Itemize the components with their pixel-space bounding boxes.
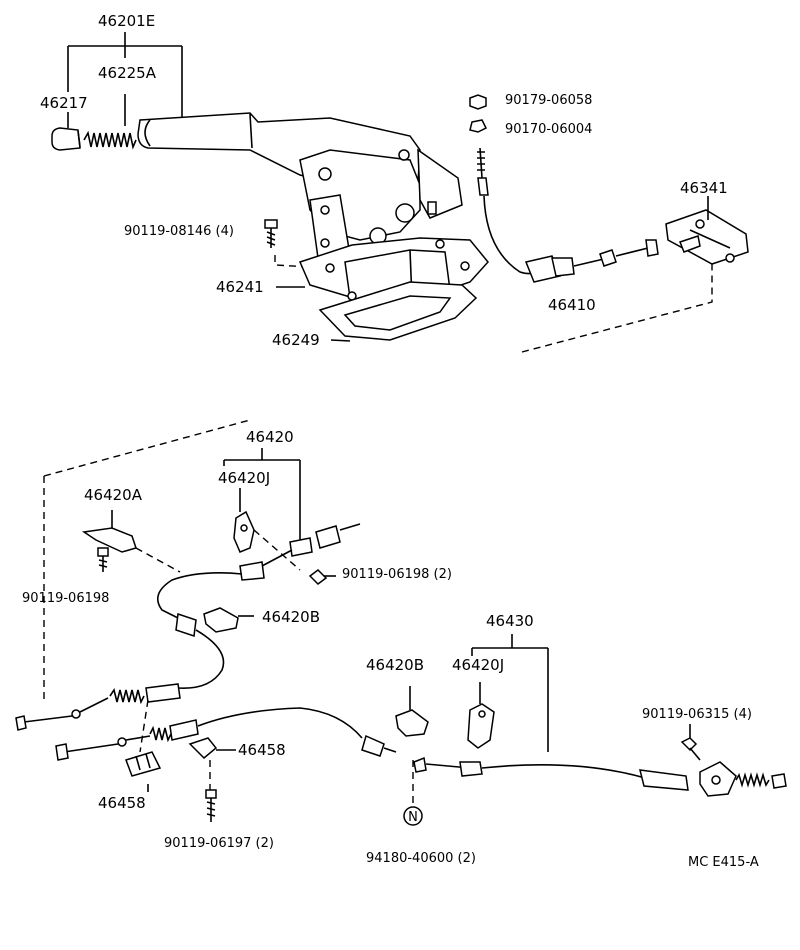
knob-46217 (51, 127, 81, 151)
dash-equalizer (521, 260, 713, 353)
label-46420: 46420 (246, 428, 294, 446)
label-90179-06058: 90179-06058 (505, 93, 592, 108)
cable-46420 (15, 523, 361, 731)
bracket-46201E (67, 32, 183, 128)
label-46249: 46249 (272, 331, 320, 349)
nut-94180-40600: N (403, 806, 423, 826)
label-90119-06197: 90119-06197 (2) (164, 836, 274, 851)
clip-90170-06004 (469, 119, 488, 133)
label-46341: 46341 (680, 179, 728, 197)
label-46420B-top: 46420B (262, 608, 320, 626)
clamp-46420A (81, 510, 137, 553)
bracket-46430 (471, 634, 549, 752)
label-46420J-top: 46420J (218, 469, 270, 487)
cable-46430-right (413, 756, 787, 797)
clamp-46420J-top (233, 510, 255, 553)
label-46201E: 46201E (98, 12, 155, 30)
label-46225A: 46225A (98, 64, 157, 82)
boot-46249 (318, 281, 478, 341)
clamp-46420B-bottom (395, 686, 429, 737)
label-90119-06198: 90119-06198 (22, 591, 109, 606)
label-46410: 46410 (548, 296, 596, 314)
label-90119-06315: 90119-06315 (4) (642, 707, 752, 722)
label-90119-06198-2: 90119-06198 (2) (342, 567, 452, 582)
label-46420B-bottom: 46420B (366, 656, 424, 674)
dash-46420J (253, 529, 301, 571)
label-90170-06004: 90170-06004 (505, 122, 592, 137)
figure-code: MC E415-A (688, 855, 759, 870)
bolt-90119-06315 (680, 737, 701, 761)
label-46458-right: 46458 (238, 741, 286, 759)
nut-n-label: N (408, 810, 418, 825)
clamp-46458-right (188, 737, 236, 760)
spring-46225A (83, 130, 137, 150)
nut-90179-06058 (469, 94, 487, 110)
dash-frame-top (43, 419, 251, 477)
clamp-46458-left (125, 751, 162, 777)
bolt-90119-06198-right (308, 569, 336, 585)
label-90119-08146: 90119-08146 (4) (124, 224, 234, 239)
dash-46458 (139, 699, 149, 753)
dash-bolt-to-base (274, 255, 331, 269)
bolt-90119-06198-left (97, 547, 109, 572)
cable-46430 (55, 707, 397, 761)
clamp-46420J-bottom (467, 703, 495, 749)
bolt-90119-08146 (264, 219, 278, 248)
label-46241: 46241 (216, 278, 264, 296)
equalizer-46341 (665, 209, 749, 265)
bolt-90119-06197 (205, 789, 217, 822)
dash-46420A (135, 547, 181, 573)
clamp-46420B-top (203, 607, 254, 633)
label-46420J-bottom: 46420J (452, 656, 504, 674)
label-46458-left: 46458 (98, 794, 146, 812)
label-46420A: 46420A (84, 486, 143, 504)
bracket-46420 (223, 448, 301, 540)
cable-46410 (477, 147, 659, 283)
label-46430: 46430 (486, 612, 534, 630)
label-46217: 46217 (40, 94, 88, 112)
label-94180-40600: 94180-40600 (2) (366, 851, 476, 866)
leader-46249 (330, 339, 351, 342)
